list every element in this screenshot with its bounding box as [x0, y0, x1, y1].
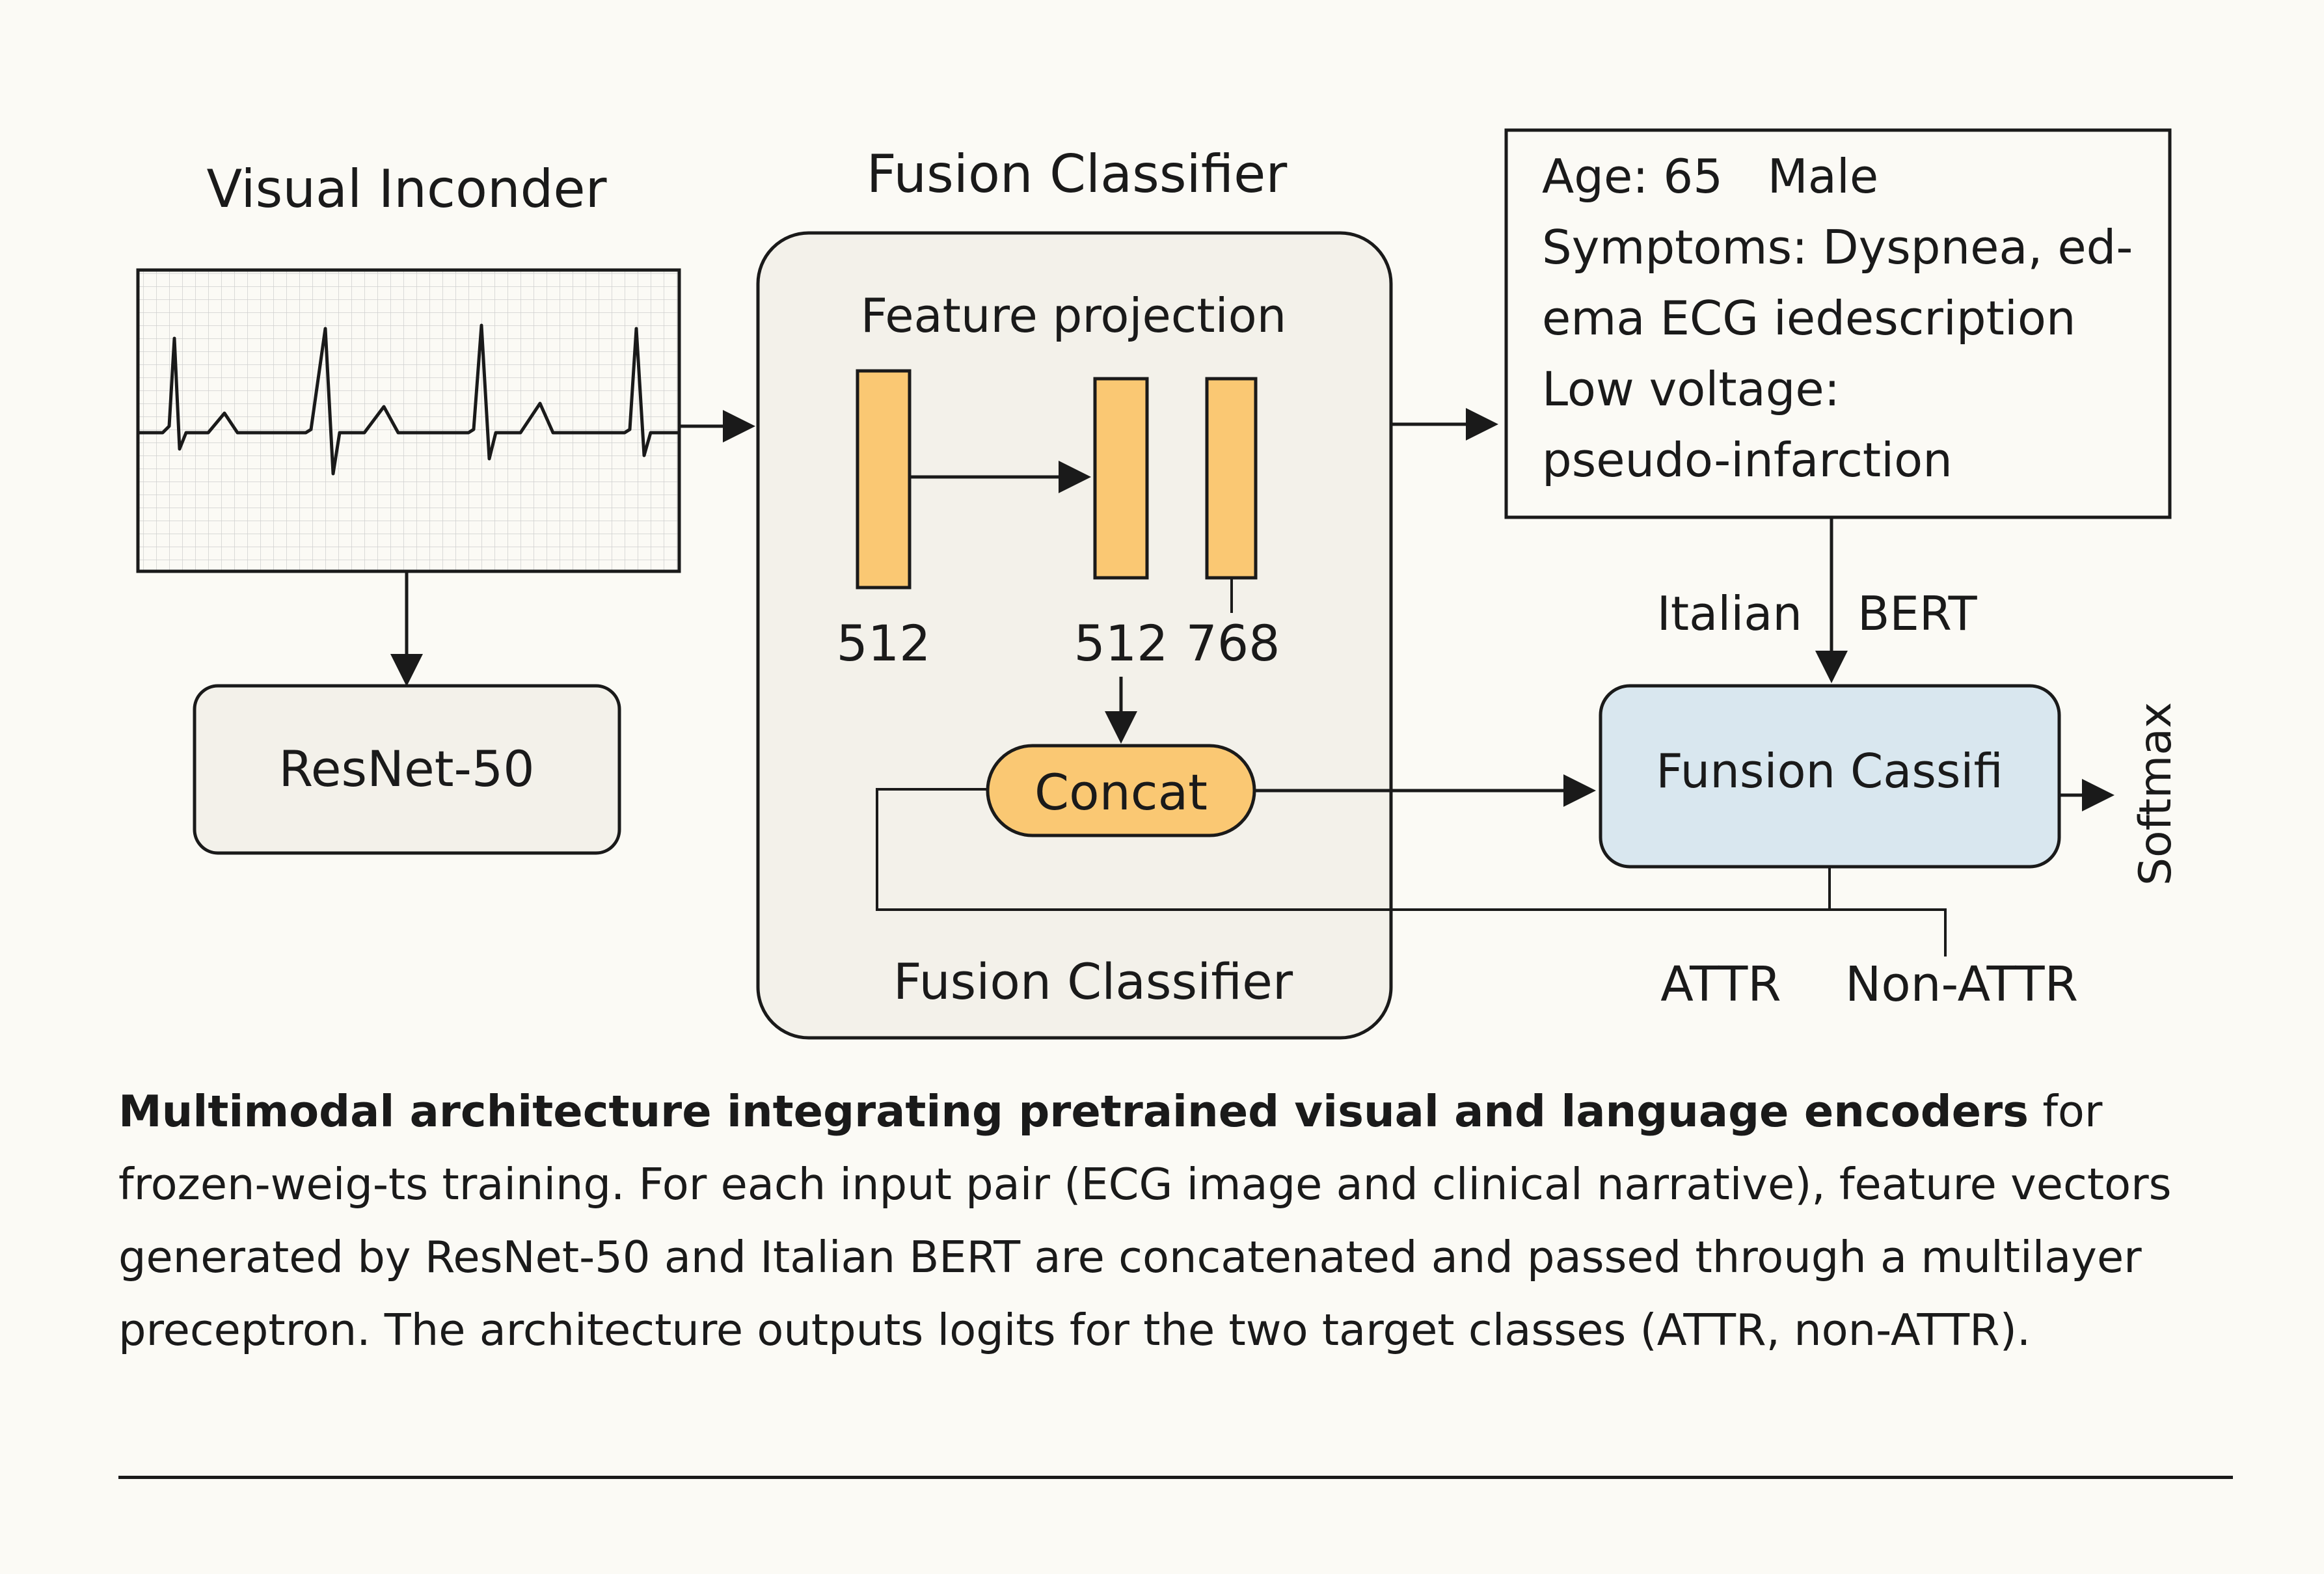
softmax-label: Softmax	[2130, 702, 2182, 886]
bert-label: BERT	[1858, 586, 1978, 641]
bottom-divider	[118, 1476, 2233, 1479]
clinical-text-line-3: ema ECG iedescription	[1542, 291, 2076, 346]
clinical-text-line-5: pseudo-infarction	[1542, 433, 1952, 487]
dim-label-3: 768	[1185, 614, 1280, 672]
feature-bar-projected	[1093, 377, 1149, 580]
italian-label: Italian	[1657, 586, 1802, 641]
fusion-module-bottom-title: Fusion Classifier	[893, 953, 1293, 1011]
architecture-diagram: Visual Inconder ResNet-50 Fusion Classif…	[136, 128, 2182, 1040]
output-non-attr: Non-ATTR	[1845, 957, 2078, 1012]
figure-caption: Multimodal architecture integrating pret…	[118, 1075, 2239, 1366]
resnet-50-label: ResNet-50	[278, 740, 534, 798]
caption-bold: Multimodal architecture integrating pret…	[118, 1086, 2029, 1137]
clinical-text-line-1: Age: 65 Male	[1542, 149, 1878, 204]
feedback-line	[876, 788, 1947, 957]
dim-label-2: 512	[1074, 614, 1168, 672]
feature-projection-title: Feature projection	[861, 288, 1287, 343]
caption-rest: for frozen-weig-ts training. For each in…	[118, 1086, 2172, 1355]
feature-bar-text	[1205, 377, 1258, 580]
output-attr: ATTR	[1660, 957, 1781, 1012]
fusion-head-label: Funsion Cassifi	[1656, 744, 2003, 798]
ecg-waveform-icon	[138, 323, 679, 476]
clinical-text-line-4: Low voltage:	[1542, 362, 1840, 416]
ecg-image	[136, 268, 681, 573]
visual-encoder-title: Visual Inconder	[206, 159, 606, 219]
feature-bar-visual	[856, 369, 912, 590]
clinical-text-line-2: Symptoms: Dyspnea, ed-	[1542, 220, 2133, 275]
concat-label: Concat	[1034, 763, 1208, 821]
dim-label-1: 512	[836, 614, 930, 672]
fusion-module-title: Fusion Classifier	[867, 144, 1288, 204]
clinical-text-box	[1504, 128, 2172, 519]
